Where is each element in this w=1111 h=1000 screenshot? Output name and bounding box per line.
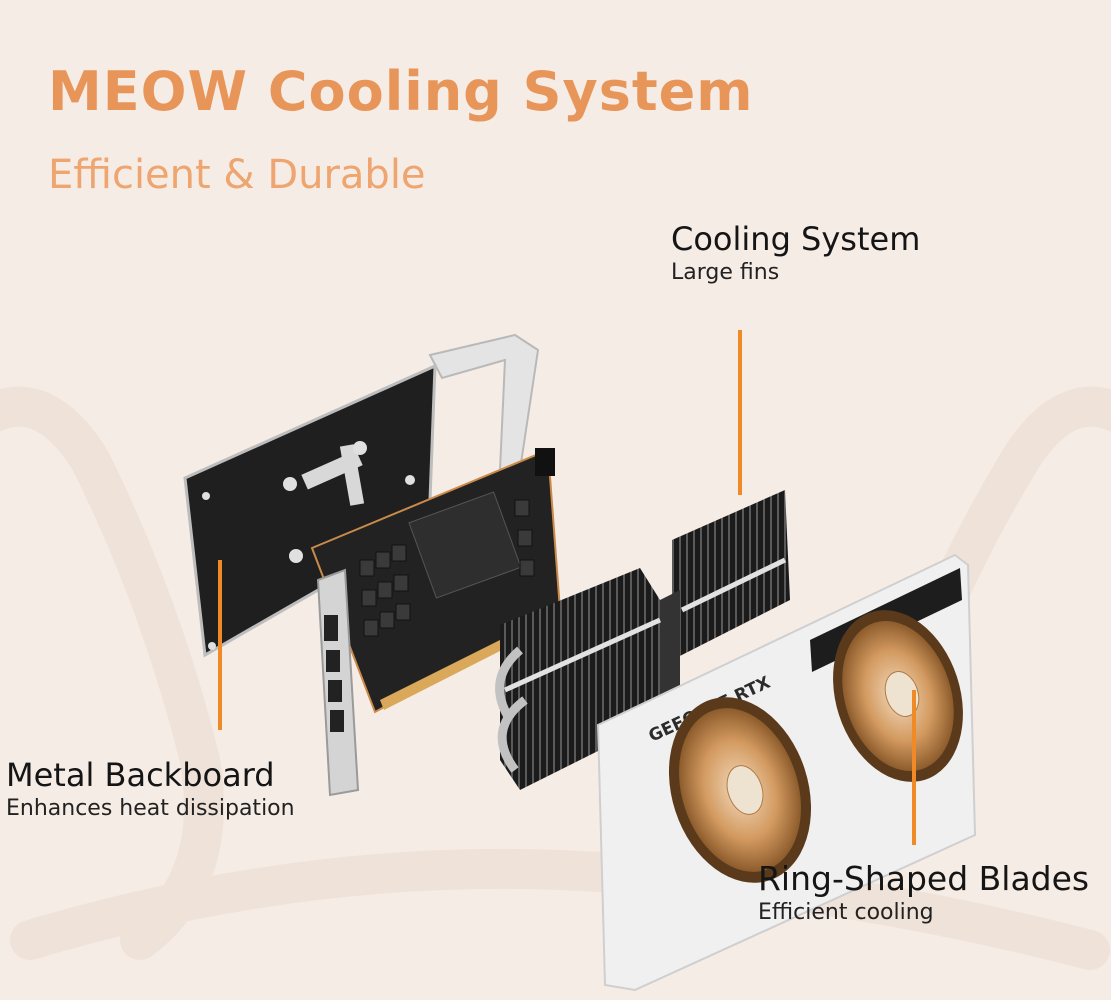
- io-bracket-white: [428, 333, 540, 471]
- fan-shroud: GEFORCE RTX: [596, 553, 977, 992]
- callout-title: Metal Backboard: [6, 756, 275, 794]
- callout-detail: Efficient cooling: [758, 900, 934, 925]
- callout-title: Ring-Shaped Blades: [758, 859, 1090, 898]
- callout-detail: Large fins: [671, 260, 780, 285]
- callout-metal-backboard: Metal Backboard Enhances heat dissipatio…: [6, 756, 295, 824]
- callout-cooling-system: Cooling System Large fins: [671, 220, 920, 288]
- fan-right: [833, 610, 963, 782]
- page-subtitle: Efficient & Durable: [48, 152, 426, 198]
- fan-left: [668, 697, 812, 883]
- leader-line-blades: [912, 690, 916, 845]
- leader-line-backboard: [218, 560, 222, 730]
- heatsink-fins: [495, 490, 790, 790]
- metal-backplate: [183, 363, 443, 658]
- callout-detail: Enhances heat dissipation: [6, 796, 295, 821]
- io-bracket: [316, 568, 360, 797]
- page-title: MEOW Cooling System: [48, 60, 754, 123]
- leader-line-cooling: [738, 330, 742, 495]
- callout-title: Cooling System: [671, 220, 921, 258]
- callout-ring-blades: Ring-Shaped Blades Efficient cooling: [758, 860, 1089, 928]
